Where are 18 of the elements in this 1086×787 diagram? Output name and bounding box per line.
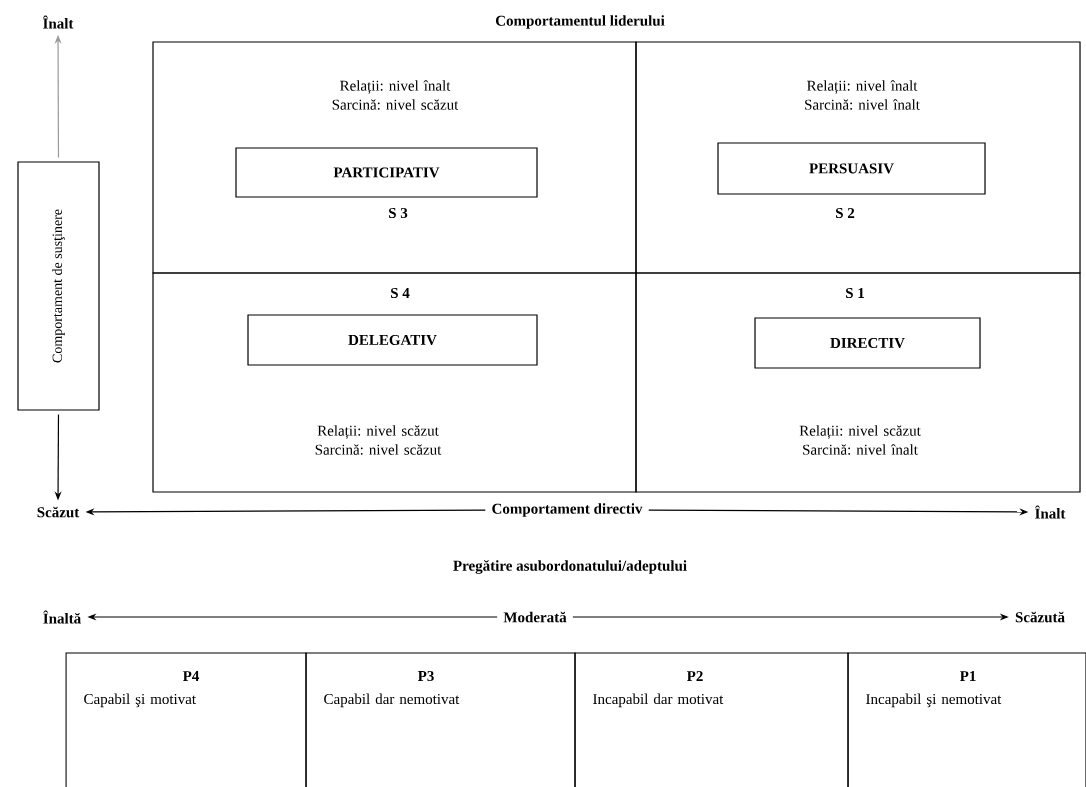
readiness-cell: P2 Incapabil dar motivat bbox=[574, 652, 849, 787]
axis-label: Scăzută bbox=[1015, 611, 1065, 623]
style-box: PARTICIPATIV bbox=[235, 147, 538, 198]
readiness-cell: P3 Capabil dar nemotivat bbox=[305, 652, 576, 787]
style-box: PERSUASIV bbox=[717, 142, 986, 195]
axis-label: Moderată bbox=[503, 611, 567, 623]
axis-label: Înaltă bbox=[43, 610, 81, 624]
axis-title: Pregătire asubordonatului/adeptului bbox=[453, 560, 687, 574]
axis-label: Scăzut bbox=[37, 506, 80, 518]
style-box: DIRECTIV bbox=[754, 317, 981, 369]
axis-box: Comportament de susţinere bbox=[17, 161, 100, 411]
style-box: DELEGATIV bbox=[247, 314, 538, 366]
heading: Comportamentul liderului bbox=[495, 15, 665, 29]
readiness-cell: P4 Capabil şi motivat bbox=[65, 652, 307, 787]
axis-label: Înalt bbox=[1035, 505, 1066, 519]
axis-label: Comportament directiv bbox=[492, 503, 643, 517]
axis-label: Înalt bbox=[43, 15, 74, 29]
readiness-cell: P1 Incapabil şi nemotivat bbox=[847, 652, 1086, 787]
